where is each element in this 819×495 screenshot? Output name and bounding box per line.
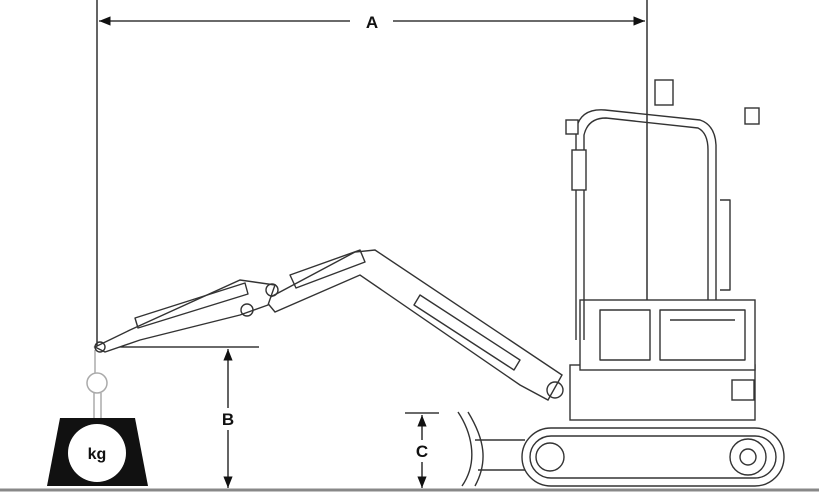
dimension-b-label: B bbox=[222, 410, 234, 429]
dimension-a-label: A bbox=[366, 13, 378, 32]
dimension-a: A bbox=[96, 0, 648, 405]
load-unit-label: kg bbox=[88, 446, 107, 463]
dimension-c-label: C bbox=[416, 442, 428, 461]
dimension-b: B bbox=[97, 346, 259, 488]
load-weight: kg bbox=[47, 350, 148, 486]
dimension-c: C bbox=[405, 412, 439, 488]
excavator-illustration bbox=[93, 79, 785, 487]
